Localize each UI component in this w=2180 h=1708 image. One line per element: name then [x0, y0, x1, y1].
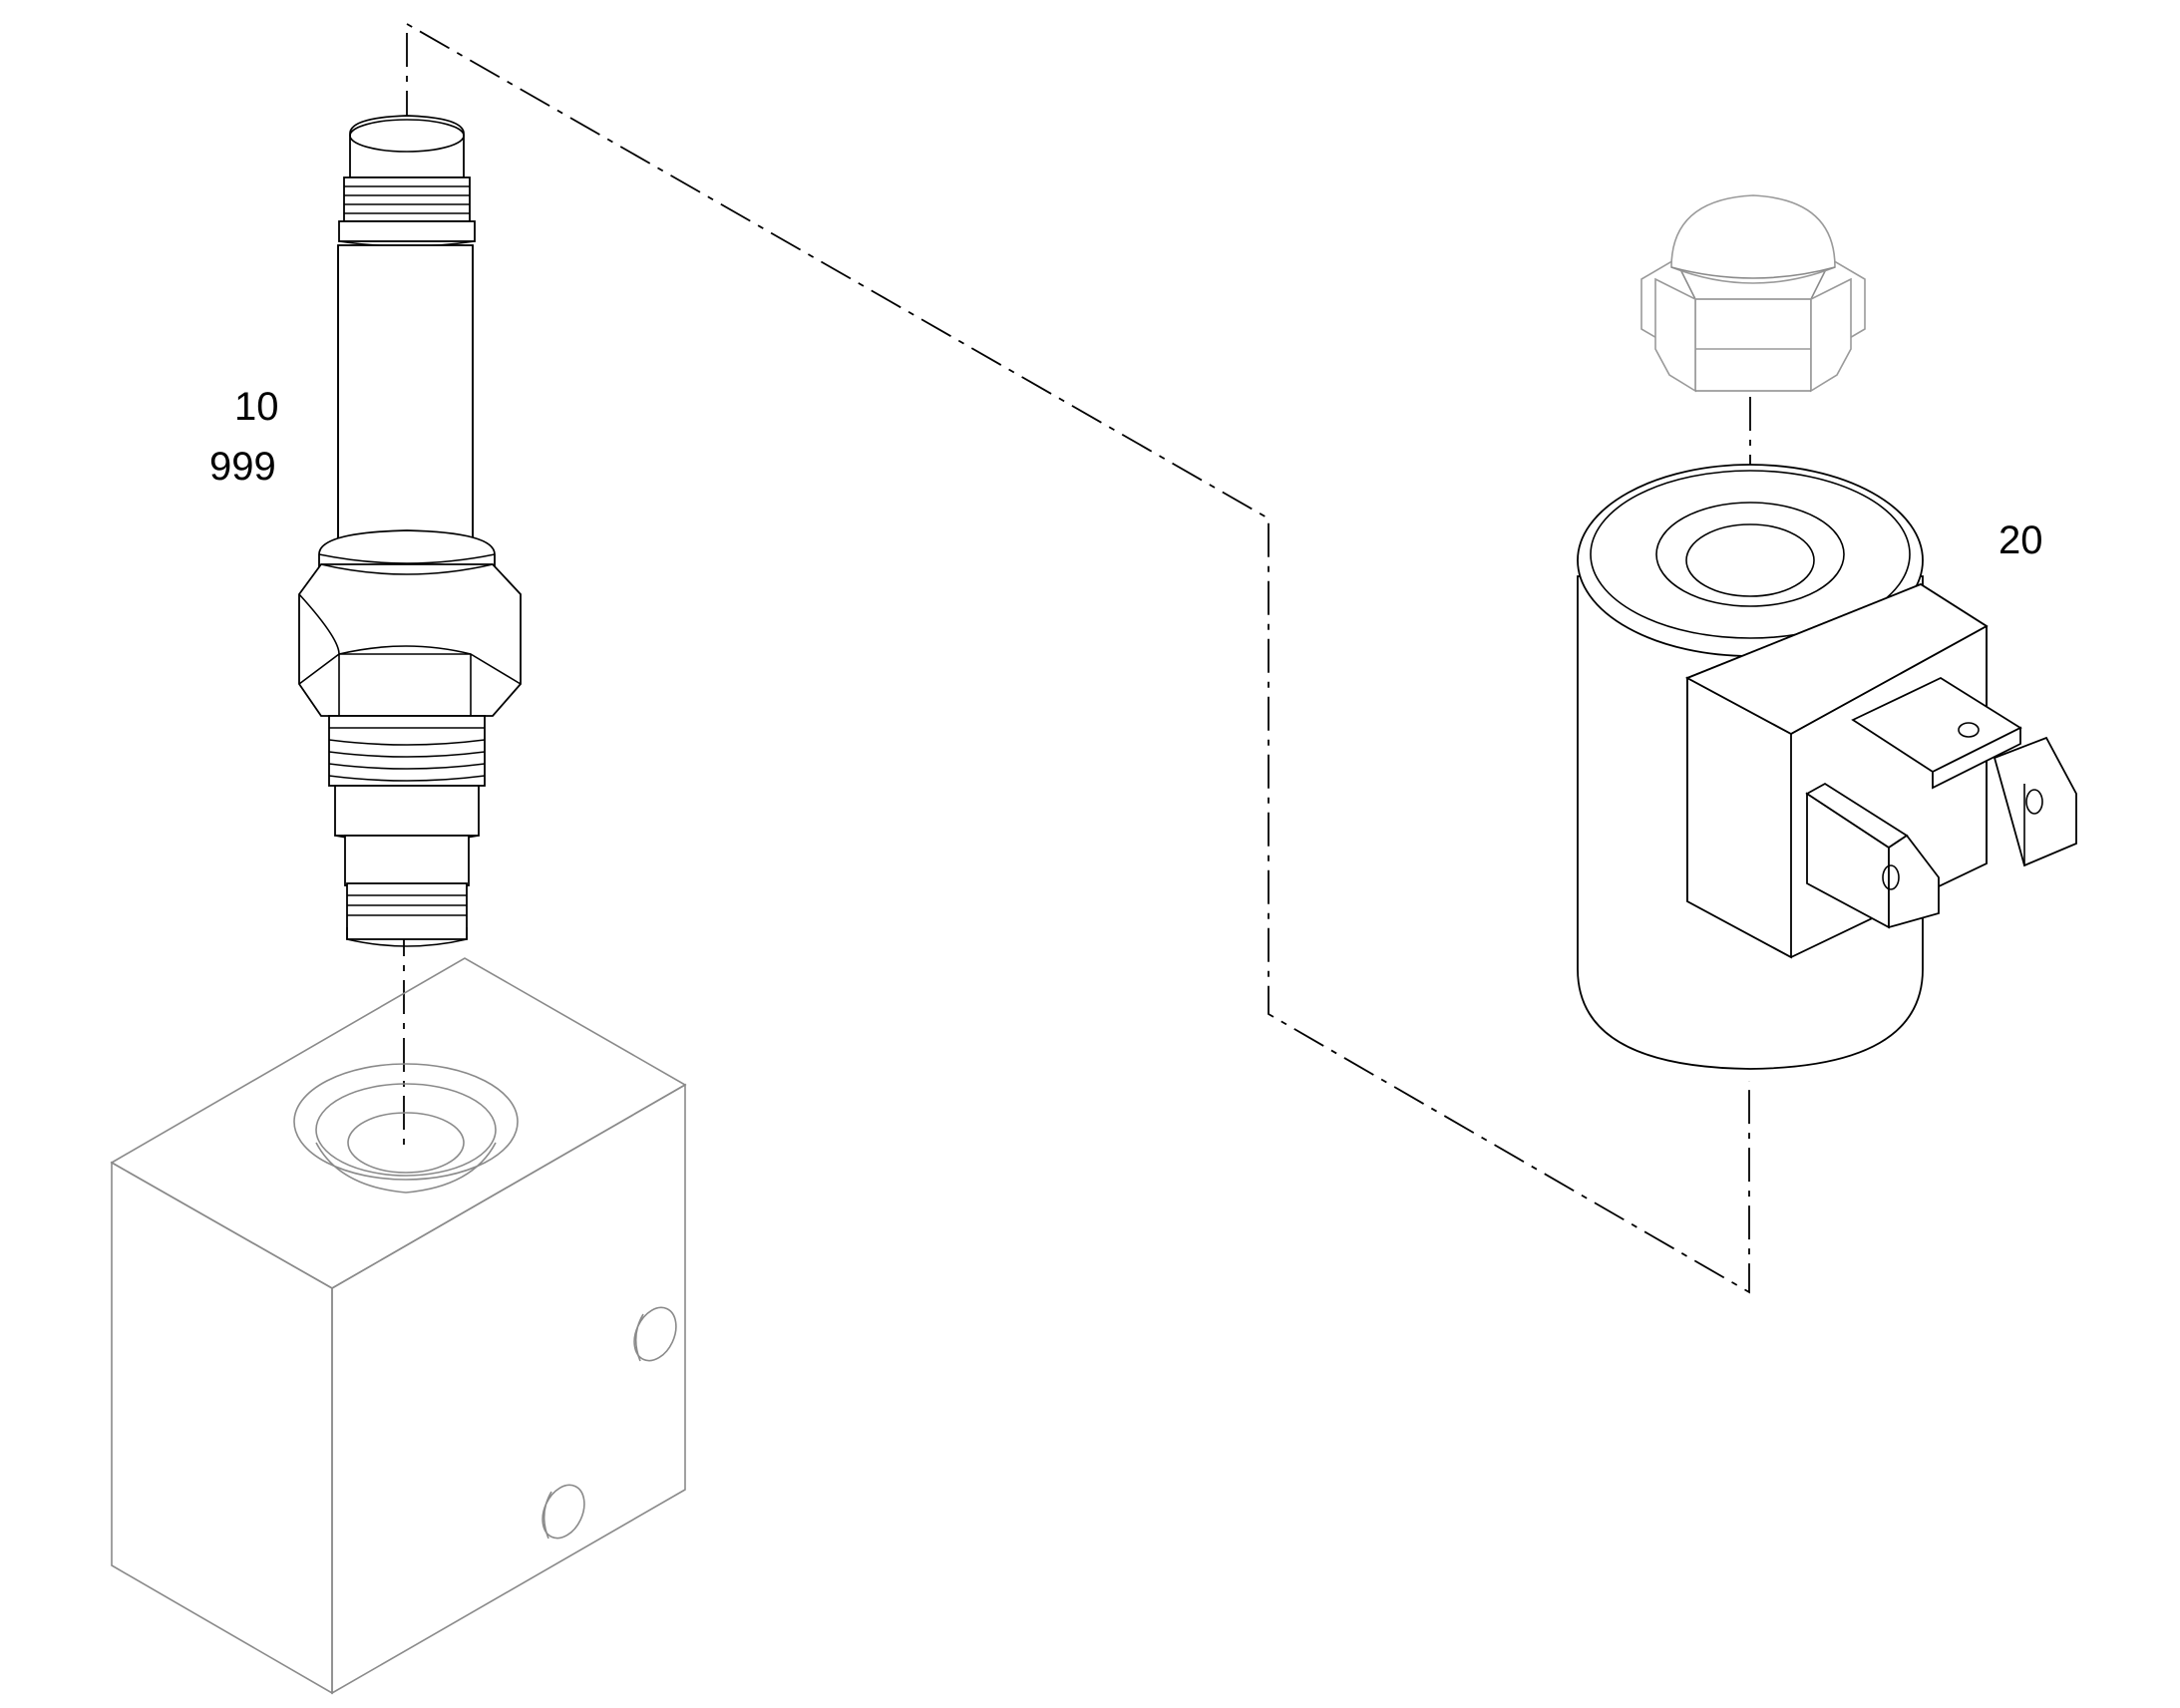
- solenoid-coil: [1577, 464, 2077, 1070]
- coil-nut: [1640, 194, 1866, 393]
- valve-block: [110, 957, 687, 1695]
- assembly-dashed-path: [403, 22, 1751, 1294]
- callout-cartridge-item: 10: [234, 385, 279, 429]
- callout-cartridge-item-alt: 999: [209, 445, 276, 489]
- callout-coil-item: 20: [1998, 518, 2043, 562]
- cartridge-valve: [298, 115, 522, 947]
